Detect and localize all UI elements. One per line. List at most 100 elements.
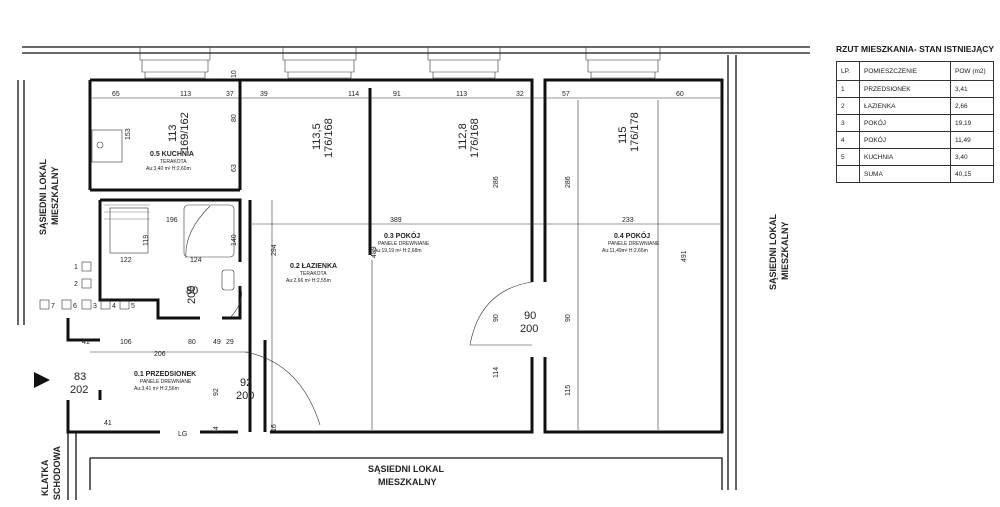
svg-text:MIESZKALNY: MIESZKALNY [780, 222, 790, 281]
lg-label: LG [178, 431, 187, 438]
dim-v-140: 140 [231, 234, 238, 246]
dim-v-63: 63 [231, 164, 238, 172]
sum-label: SUMA [859, 165, 951, 183]
header-room: POMIESZCZENIE [859, 61, 951, 81]
room-door-h: 200 [520, 323, 538, 335]
meter-5: 5 [131, 303, 135, 310]
dim-29: 29 [226, 339, 234, 346]
svg-text:0.5 KUCHNIA: 0.5 KUCHNIA [150, 151, 194, 158]
dim-41b: 41 [104, 420, 112, 427]
row-lp: 3 [836, 114, 860, 132]
bath-door-h: 200 [186, 286, 198, 304]
dim-122: 122 [120, 257, 132, 264]
dim-v-115: 115 [565, 385, 572, 396]
svg-text:TERAKOTA: TERAKOTA [160, 159, 187, 165]
dim-196: 196 [166, 217, 178, 224]
dim-124: 124 [190, 257, 202, 264]
dim-v-489: 489 [371, 246, 378, 258]
dim-v-10: 10 [231, 70, 238, 78]
table-row: 1 PRZEDSIONEK 3,41 [836, 80, 994, 98]
sum-lp-empty [836, 165, 860, 183]
neighbor-right-label: SĄSIEDNI LOKAL MIESZKALNY [768, 213, 790, 290]
dim-top-8: 32 [516, 91, 524, 98]
hall-door-h: 200 [236, 390, 254, 402]
dim-v-80: 80 [231, 114, 238, 122]
dim-top-2: 113 [180, 91, 191, 98]
dim-v-286b: 286 [565, 176, 572, 188]
room-hall-label: 0.1 PRZEDSIONEK PANELE DREWNIANE Au:3,41… [134, 371, 196, 392]
meter-6: 6 [73, 303, 77, 310]
room-kitchen-label: 0.5 KUCHNIA TERAKOTA Au:3,40 m² H:2,60m [146, 151, 194, 172]
room-door-w: 90 [524, 310, 536, 322]
svg-text:TERAKOTA: TERAKOTA [300, 271, 327, 277]
dim-v-90a: 90 [493, 314, 500, 322]
svg-text:113: 113 [167, 124, 179, 142]
dim-top-6: 91 [393, 91, 401, 98]
table-row: 3 POKÓJ 19,19 [836, 114, 994, 132]
svg-text:115: 115 [617, 126, 629, 144]
row-name: POKÓJ [859, 114, 951, 132]
row-area: 3,41 [950, 80, 994, 98]
bottom-wall [89, 457, 723, 490]
row-area: 11,49 [950, 131, 994, 149]
dim-233: 233 [622, 217, 634, 224]
svg-text:Au:19,19 m² H:2,68m: Au:19,19 m² H:2,68m [374, 248, 422, 254]
dim-92v: 92 [213, 388, 220, 396]
svg-text:176/178: 176/178 [629, 112, 641, 152]
meter-7: 7 [51, 303, 55, 310]
svg-text:Au:11,49m² H:2,66m: Au:11,49m² H:2,66m [602, 248, 648, 254]
svg-text:MIESZKALNY: MIESZKALNY [50, 167, 60, 226]
svg-text:KLATKA: KLATKA [40, 459, 50, 496]
svg-text:0.4 POKÓJ: 0.4 POKÓJ [614, 231, 650, 240]
dim-24: 24 [213, 426, 220, 434]
table-row: 2 ŁAZIENKA 2,66 [836, 97, 994, 115]
svg-text:MIESZKALNY: MIESZKALNY [378, 477, 437, 487]
svg-text:PANELE DREWNIANE: PANELE DREWNIANE [378, 241, 430, 247]
svg-text:SĄSIEDNI LOKAL: SĄSIEDNI LOKAL [768, 213, 778, 290]
right-wall [727, 55, 737, 490]
dim-v-119: 119 [143, 235, 150, 246]
sum-value: 40,15 [950, 165, 994, 183]
dim-16: 16 [271, 424, 278, 432]
hall-door-w: 92 [240, 377, 252, 389]
meter-2: 2 [74, 281, 78, 288]
window-label-4: 115 176/178 [617, 112, 641, 152]
left-wall [17, 80, 25, 325]
row-name: ŁAZIENKA [859, 97, 951, 115]
table-row: 5 KUCHNIA 3,40 [836, 148, 994, 166]
header-lp: LP. [836, 61, 860, 81]
svg-text:112,8: 112,8 [457, 123, 469, 150]
row-area: 3,40 [950, 148, 994, 166]
svg-text:176/168: 176/168 [323, 118, 335, 158]
svg-text:PANELE DREWNIANE: PANELE DREWNIANE [608, 241, 660, 247]
bath-door-w: 80 [186, 285, 198, 297]
meter-4: 4 [112, 303, 116, 310]
meter-1: 1 [74, 264, 78, 271]
window-label-3: 112,8 176/168 [457, 118, 481, 158]
schedule-header-row: LP. POMIESZCZENIE POW (m2) [836, 61, 994, 81]
svg-text:SĄSIEDNI LOKAL: SĄSIEDNI LOKAL [368, 464, 445, 474]
dim-top-5: 114 [348, 91, 359, 98]
table-row: 4 POKÓJ 11,49 [836, 131, 994, 149]
dim-389: 389 [390, 217, 402, 224]
dim-41: 41 [82, 339, 90, 346]
dim-v-294: 294 [271, 244, 278, 256]
row-lp: 2 [836, 97, 860, 115]
window-label-1: 113 169/162 [167, 112, 191, 152]
meter-3: 3 [93, 303, 97, 310]
neighbor-left-label: SĄSIEDNI LOKAL MIESZKALNY [38, 158, 60, 235]
entry-door-w: 83 [74, 371, 86, 383]
dim-top-10: 60 [676, 91, 684, 98]
svg-text:SCHODOWA: SCHODOWA [52, 445, 62, 500]
neighbor-bottom-label: SĄSIEDNI LOKAL MIESZKALNY [368, 464, 445, 487]
room-bathroom-label: 0.2 ŁAZIENKA TERAKOTA Au:2,66 m² H:2,55m [286, 263, 337, 284]
svg-text:113,5: 113,5 [311, 123, 323, 150]
svg-text:0.2 ŁAZIENKA: 0.2 ŁAZIENKA [290, 263, 337, 270]
svg-text:0.1 PRZEDSIONEK: 0.1 PRZEDSIONEK [134, 371, 196, 378]
svg-text:Au:3,40 m² H:2,60m: Au:3,40 m² H:2,60m [146, 166, 191, 172]
dim-49: 49 [213, 339, 221, 346]
row-name: KUCHNIA [859, 148, 951, 166]
meter-boxes [39, 261, 130, 310]
dim-206: 206 [154, 351, 166, 358]
stair-label: KLATKA SCHODOWA [40, 445, 62, 500]
